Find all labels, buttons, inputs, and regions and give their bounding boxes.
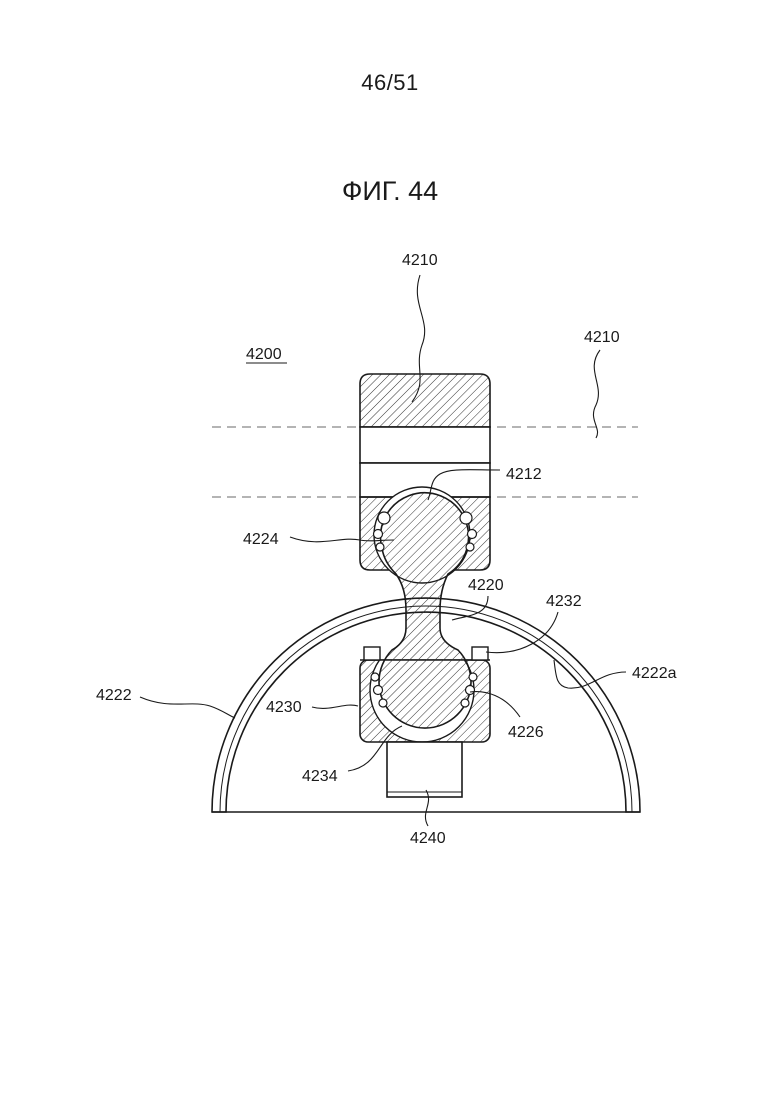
label-4222a: 4222a xyxy=(632,665,677,682)
label-4212: 4212 xyxy=(506,466,542,483)
retainer-block-right xyxy=(472,647,488,660)
leader-4222 xyxy=(140,697,235,718)
label-4222: 4222 xyxy=(96,687,132,704)
label-4220: 4220 xyxy=(468,577,504,594)
leader-4210-side xyxy=(593,350,600,438)
label-4210-side: 4210 xyxy=(584,329,620,346)
retainer-block-left xyxy=(364,647,380,660)
leader-4230 xyxy=(312,705,358,708)
label-4226: 4226 xyxy=(508,724,544,741)
label-4224: 4224 xyxy=(243,531,279,548)
label-4240: 4240 xyxy=(410,830,446,847)
label-4230: 4230 xyxy=(266,699,302,716)
label-4232: 4232 xyxy=(546,593,582,610)
label-4234: 4234 xyxy=(302,768,338,785)
label-4210-top: 4210 xyxy=(402,252,438,269)
post xyxy=(387,742,462,797)
label-4200: 4200 xyxy=(246,346,282,363)
